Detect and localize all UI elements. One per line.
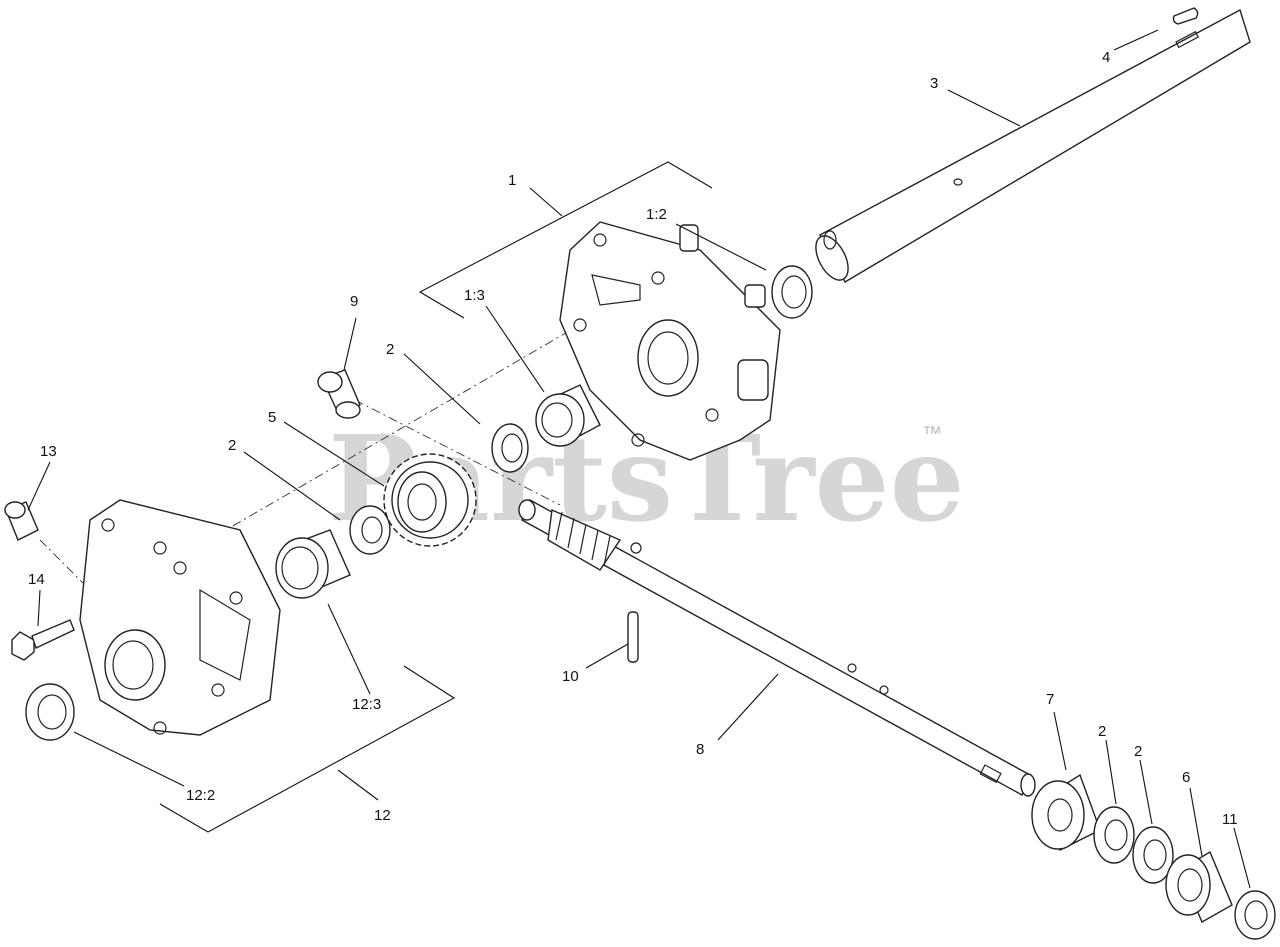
flanged-bushing-part-6 (1165, 850, 1233, 923)
callout-2-lower-a: 2 (1098, 723, 1106, 740)
watermark-trademark: ™ (922, 423, 942, 445)
callout-9: 9 (350, 293, 358, 310)
callout-12-3: 12:3 (352, 696, 381, 713)
bearing-part-7 (1031, 773, 1101, 851)
seal-part-11 (1234, 890, 1276, 940)
callout-13: 13 (40, 443, 57, 460)
bushing-part-12-3 (275, 529, 351, 599)
callout-4: 4 (1102, 49, 1110, 66)
seal-part-12-2 (25, 683, 75, 741)
washer-part-2-lower-b (1132, 826, 1174, 884)
bracket-assembly-12 (159, 665, 456, 833)
key-part-4 (1172, 7, 1199, 25)
small-bushing-part-9 (317, 369, 361, 419)
washer-part-2-lower-a (1093, 806, 1135, 864)
bushing-part-1-3 (535, 384, 601, 447)
callout-2-upper: 2 (386, 341, 394, 358)
callout-3: 3 (930, 75, 938, 92)
washer-part-2-middle (349, 505, 391, 555)
seal-part-1-2 (771, 265, 813, 319)
callout-14: 14 (28, 571, 45, 588)
callout-7: 7 (1046, 691, 1054, 708)
callout-10: 10 (562, 668, 579, 685)
washer-part-2-upper (491, 423, 529, 473)
callout-11: 11 (1222, 811, 1238, 828)
callout-2-middle: 2 (228, 437, 236, 454)
callout-12-2: 12:2 (186, 787, 215, 804)
leader-lines (27, 29, 1251, 889)
bolt-part-14 (11, 619, 75, 661)
callout-1-3: 1:3 (464, 287, 485, 304)
callout-1-2: 1:2 (646, 206, 667, 223)
callout-8: 8 (696, 741, 704, 758)
callout-12: 12 (374, 807, 391, 824)
upper-shaft-part-3 (815, 8, 1251, 283)
housing-right-part-1 (559, 221, 781, 461)
callout-5: 5 (268, 409, 276, 426)
lower-shaft-part-8 (518, 499, 1036, 797)
bracket-assembly-1 (418, 161, 713, 319)
housing-left-part-12 (79, 499, 281, 736)
gear-part-5 (383, 453, 477, 547)
callout-6: 6 (1182, 769, 1190, 786)
callout-2-lower-b: 2 (1134, 743, 1142, 760)
spacer-part-13 (4, 501, 39, 541)
callout-1: 1 (508, 172, 516, 189)
pin-part-10 (627, 611, 639, 663)
